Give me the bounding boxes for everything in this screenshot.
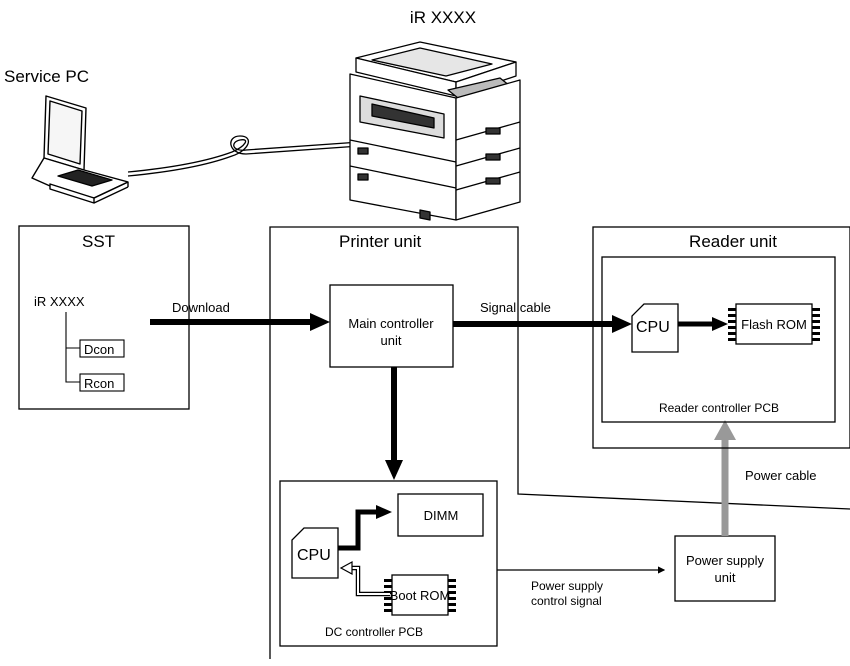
download-label: Download [172,300,230,315]
laptop-icon [31,95,129,204]
power-supply-box [674,535,776,602]
dc-cpu-label: CPU [297,547,331,564]
dimm-box [397,493,484,537]
boot-rom-chip [384,574,456,616]
power-supply-line1: Power supply [686,553,765,568]
pc-cable [127,139,361,173]
sst-item-rcon[interactable] [79,373,125,392]
printer-unit-title: Printer unit [339,232,421,251]
cpu-dimm-arrow [338,509,378,551]
sst-title: SST [82,232,115,251]
reader-cpu-chip [631,303,679,353]
sst-item-dcon[interactable] [79,339,125,358]
signal-cable-label: Signal cable [480,300,551,315]
copier-icon [349,41,521,221]
service-pc-label: Service PC [4,67,89,86]
tree-connector [65,312,80,383]
power-cable-label: Power cable [745,468,817,483]
flash-rom-chip [728,303,820,345]
reader-unit-box [592,226,850,449]
power-signal-line2: control signal [531,594,602,608]
power-supply-line2: unit [715,570,736,585]
reader-cpu-label: CPU [636,319,670,336]
boot-rom-label: Boot ROM [390,588,451,603]
main-controller-box [329,284,454,368]
sst-box [18,225,190,410]
power-signal-line1: Power supply [531,579,603,593]
main-controller-line2: unit [381,333,402,348]
device-label: iR XXXX [410,8,476,27]
sst-item-rcon-label: Rcon [84,376,114,391]
reader-unit-title: Reader unit [689,232,777,251]
dc-controller-title: DC controller PCB [325,625,423,639]
dc-cpu-chip [291,527,339,579]
main-controller-line1: Main controller [348,316,434,331]
reader-controller-box [601,256,836,423]
dimm-label: DIMM [424,508,459,523]
reader-controller-title: Reader controller PCB [659,401,779,415]
printer-unit-box [269,226,850,659]
flash-rom-label: Flash ROM [741,317,807,332]
sst-item-dcon-label: Dcon [84,342,114,357]
sst-tree-root: iR XXXX [34,294,85,309]
